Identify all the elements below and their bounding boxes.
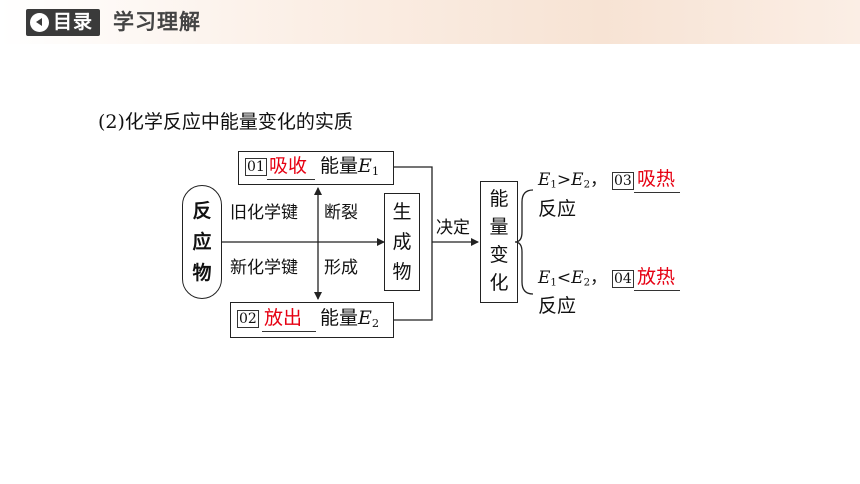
case1-condition: E1>E2， [538,170,608,191]
toc-label[interactable]: 目录 [53,11,94,33]
reactants-box [182,185,222,299]
energy-label-top: 能量E1 [320,155,380,178]
answer-absorb: 吸收 [269,155,308,177]
energy-absorb-box [238,151,394,185]
products-char-2: 成 [392,231,412,253]
answer-exothermic: 放热 [637,266,676,288]
new-bond-label: 新化学键 [230,258,298,278]
case1-comma: ， [590,170,608,190]
section-title: (2)化学反应中能量变化的实质 [98,111,353,133]
decide-label: 决定 [436,218,470,238]
answer-release-underline [262,331,316,332]
answer-exothermic-underline [634,290,680,291]
energy-change-char-3: 变 [489,244,509,266]
answer-absorb-underline [267,179,315,180]
products-box [384,193,420,291]
energy-change-box [480,181,518,303]
energy-change-char-4: 化 [489,272,509,294]
back-arrow-icon[interactable] [30,13,49,32]
reactants-char-3: 物 [192,262,212,284]
case2-comma: ， [590,268,608,288]
header-bar [0,0,860,44]
energy-word-bottom: 能量 [320,307,359,329]
form-label: 形成 [324,258,358,278]
blank-number-03: 03 [612,172,634,190]
case2-condition: E1<E2， [538,268,608,289]
case1-reaction-label: 反应 [538,198,577,220]
old-bond-label: 旧化学键 [230,203,298,223]
blank-number-04: 04 [612,270,634,288]
answer-release: 放出 [264,307,303,329]
products-char-1: 生 [392,201,412,223]
case2-relation: < [556,268,572,288]
case2-reaction-label: 反应 [538,295,577,317]
page-title: 学习理解 [113,10,201,34]
break-label: 断裂 [324,203,358,223]
blank-number-01: 01 [245,158,267,176]
energy-release-box [230,302,394,338]
energy-word-top: 能量 [320,155,359,177]
blank-number-02: 02 [237,310,259,328]
energy-label-bottom: 能量E2 [320,307,380,330]
energy-change-char-2: 量 [489,216,509,238]
answer-endothermic-underline [634,192,680,193]
energy-change-char-1: 能 [489,188,509,210]
case1-relation: > [556,170,572,190]
reactants-char-1: 反 [192,200,212,222]
products-char-3: 物 [392,261,412,283]
answer-endothermic: 吸热 [637,168,676,190]
reactants-char-2: 应 [192,231,212,253]
